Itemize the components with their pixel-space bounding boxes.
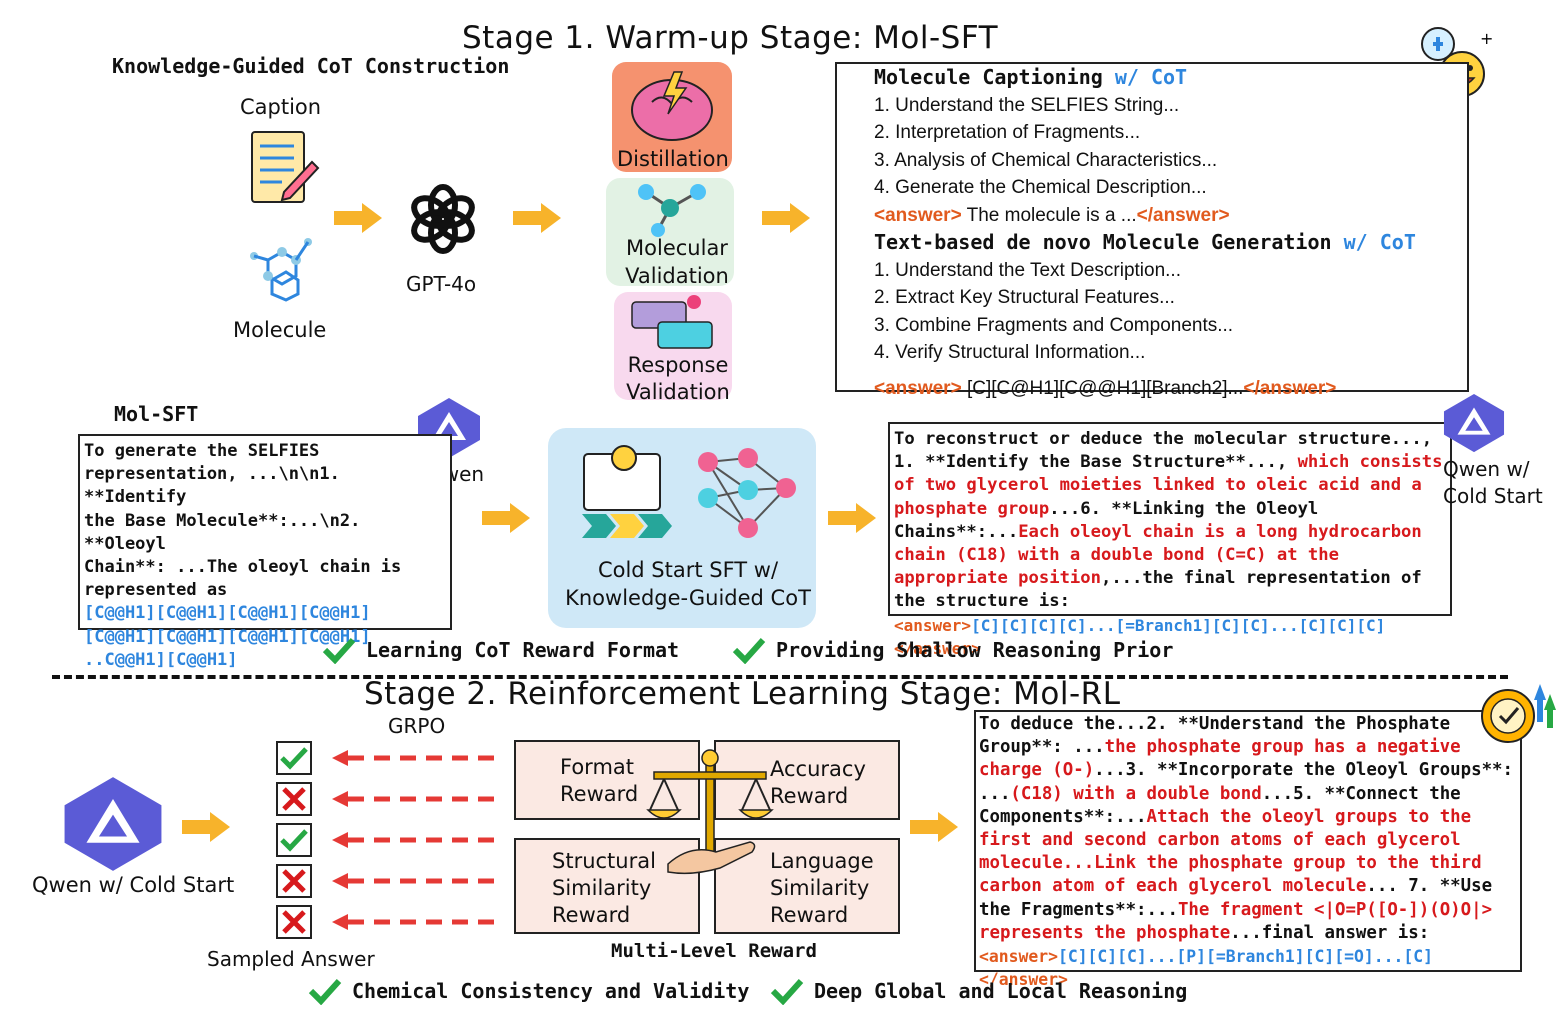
- reconstruct-box: [888, 422, 1452, 616]
- sampled-answer-correct: [276, 741, 312, 775]
- cross-icon: [282, 869, 306, 893]
- sampled-answer-label: Sampled Answer: [207, 947, 375, 971]
- qwen-cold-label: Qwen w/ Cold Start: [1443, 457, 1543, 508]
- answer-close-tag: </answer>: [1136, 204, 1230, 226]
- accuracy-reward-box: Accuracy Reward: [714, 740, 900, 820]
- arrow-right-icon: [513, 203, 561, 233]
- distillation-label: Distillation: [617, 147, 729, 171]
- arrow-right-icon: [182, 812, 230, 842]
- multi-level-reward-label: Multi-Level Reward: [611, 940, 817, 962]
- cap-suffix: w/ CoT: [1114, 65, 1188, 89]
- arrow-right-icon: [828, 503, 876, 533]
- coldstart-label: Cold Start SFT w/ Knowledge-Guided CoT: [565, 558, 811, 610]
- grpo-label: GRPO: [388, 714, 446, 738]
- coldstart-panel: [548, 428, 816, 628]
- molsft-text-box: [78, 434, 452, 630]
- checkmark-icon: [322, 637, 356, 664]
- answer-close-tag: </answer>: [1243, 377, 1337, 399]
- caption-label: Caption: [240, 95, 322, 119]
- reward-feedback-arrows: [332, 750, 494, 930]
- checkmark-icon: [280, 829, 308, 852]
- sampled-answer-correct: [276, 823, 312, 857]
- molsft-title: Mol-SFT: [114, 402, 199, 426]
- check-row: Providing Shallow Reasoning Prior: [732, 636, 1173, 664]
- qwen-logo-icon: [1440, 392, 1508, 454]
- checkmark-icon: [308, 978, 342, 1005]
- award-badge-icon: [1474, 670, 1558, 754]
- checkmark-icon: [280, 747, 308, 770]
- reconstruct-content: To reconstruct or deduce the molecular s…: [894, 429, 1443, 658]
- openai-logo-icon: [404, 180, 482, 258]
- check-row: Learning CoT Reward Format: [322, 636, 679, 664]
- molecule-label: Molecule: [233, 318, 327, 342]
- answer-open-tag: <answer>: [874, 204, 962, 226]
- deduce-box: [974, 710, 1522, 972]
- cross-icon: [282, 910, 306, 934]
- cross-icon: [282, 787, 306, 811]
- arrow-right-icon: [762, 203, 810, 233]
- mol-validation-label: Molecular Validation: [625, 236, 729, 288]
- resp-validation-panel: [614, 292, 732, 400]
- gen-answer-text: [C][C@H1][C@@H1][Branch2]...: [961, 377, 1244, 399]
- svg-text:+: +: [1480, 29, 1493, 48]
- document-pencil-icon: [246, 128, 322, 208]
- cap-step: 3. Analysis of Chemical Characteristics.…: [874, 149, 1218, 171]
- stage1-title: Stage 1. Warm-up Stage: Mol-SFT: [462, 20, 999, 56]
- sampled-answer-wrong: [276, 782, 312, 816]
- cot-examples-content: Molecule Captioning w/ CoT 1. Understand…: [874, 64, 1464, 402]
- gen-step: 3. Combine Fragments and Components...: [874, 314, 1234, 336]
- resp-validation-label: Response Validation: [626, 353, 730, 404]
- gen-step: 1. Understand the Text Description...: [874, 259, 1181, 281]
- gen-title: Text-based de novo Molecule Generation: [874, 230, 1332, 254]
- structural-reward-box: Structural Similarity Reward: [514, 838, 700, 934]
- check-row: Chemical Consistency and Validity: [308, 977, 749, 1005]
- gpt-label: GPT-4o: [406, 272, 477, 296]
- sampled-answer-wrong: [276, 864, 312, 898]
- gen-suffix: w/ CoT: [1343, 230, 1416, 254]
- cap-answer-text: The molecule is a ...: [961, 204, 1137, 226]
- arrow-right-icon: [482, 503, 530, 533]
- answer-open-tag: <answer>: [874, 377, 962, 399]
- cot-examples-box: [835, 62, 1469, 392]
- cap-step: 4. Generate the Chemical Description...: [874, 177, 1207, 198]
- gen-step: 4. Verify Structural Information...: [874, 342, 1146, 363]
- molecule-icon: [248, 230, 318, 306]
- qwen-coldstart-label: Qwen w/ Cold Start: [32, 873, 235, 897]
- deduce-content: To deduce the...2. **Understand the Phos…: [979, 714, 1513, 990]
- kg-cot-title: Knowledge-Guided CoT Construction: [112, 54, 510, 78]
- gen-step: 2. Extract Key Structural Features...: [874, 287, 1175, 308]
- stage2-title: Stage 2. Reinforcement Learning Stage: M…: [364, 676, 1121, 712]
- cap-step: 2. Interpretation of Fragments...: [874, 122, 1141, 143]
- arrow-right-icon: [334, 203, 382, 233]
- format-reward-box: Format Reward: [514, 740, 700, 820]
- check-row: Deep Global and Local Reasoning: [770, 977, 1187, 1005]
- stage-divider: [52, 675, 1508, 679]
- molsft-text-content: To generate the SELFIES representation, …: [84, 441, 402, 670]
- arrow-right-icon: [910, 812, 958, 842]
- mol-validation-panel: [606, 178, 734, 286]
- qwen-logo-icon: [58, 774, 168, 874]
- checkmark-icon: [732, 637, 766, 664]
- distillation-panel: [612, 62, 732, 172]
- cap-title: Molecule Captioning: [874, 65, 1103, 89]
- cap-step: 1. Understand the SELFIES String...: [874, 94, 1180, 116]
- balance-scale-icon: [640, 740, 780, 880]
- sampled-answer-wrong: [276, 905, 312, 939]
- checkmark-icon: [770, 978, 804, 1005]
